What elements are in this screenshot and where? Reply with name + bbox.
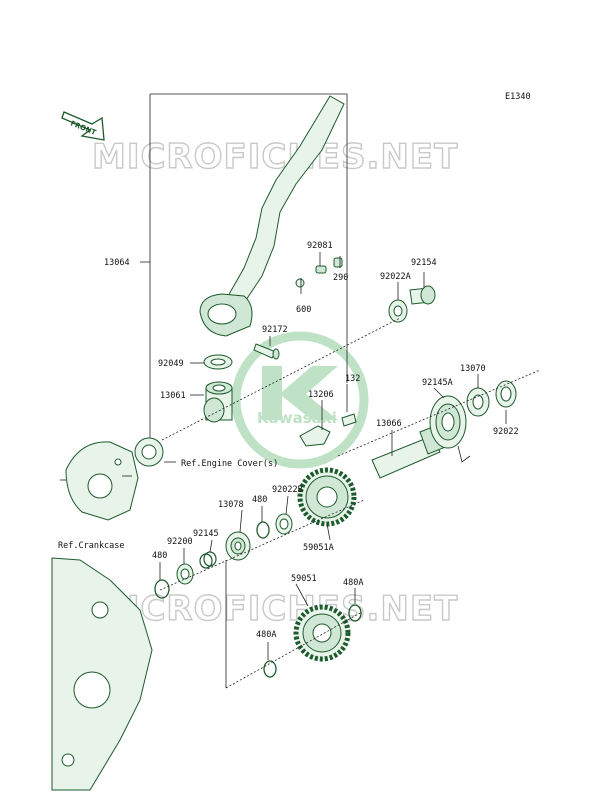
label-290: 290 (333, 273, 348, 283)
label-59051: 59051 (291, 574, 317, 584)
watermark-top: MICROFICHES.NET (92, 137, 458, 177)
label-13064: 13064 (104, 258, 130, 268)
leader-lines (60, 252, 541, 689)
kawasaki-logo-text: Kawasaki (257, 409, 337, 427)
ratchet-13078 (225, 531, 251, 561)
label-ref-engine-cover: Ref.Engine Cover(s) (181, 459, 278, 469)
spring-92145 (199, 551, 217, 569)
label-92049: 92049 (158, 359, 184, 369)
kick-gear-59051A (297, 467, 357, 527)
guide-13206 (299, 425, 331, 447)
seal-92049 (203, 354, 233, 370)
engine-cover-fragment (65, 441, 139, 521)
label-13078: 13078 (218, 500, 244, 510)
bolt-290 (333, 257, 343, 268)
label-480A-left: 480A (256, 630, 276, 640)
circlip-480A-left (263, 660, 277, 678)
label-13066: 13066 (376, 419, 402, 429)
label-92022: 92022 (493, 427, 519, 437)
label-92154: 92154 (411, 258, 437, 268)
crankcase-fragment (51, 557, 153, 791)
guide-13070 (466, 387, 490, 417)
label-92200: 92200 (167, 537, 193, 547)
label-480-left: 480 (152, 551, 167, 561)
label-13206: 13206 (308, 390, 334, 400)
front-arrow-icon: FRONT (61, 111, 105, 141)
group-bracket (150, 93, 348, 383)
label-480A-right: 480A (343, 578, 363, 588)
label-92022B: 92022B (272, 485, 303, 495)
bolt-132 (341, 413, 357, 427)
circlip-480-mid (256, 521, 270, 539)
label-480-mid: 480 (252, 495, 267, 505)
label-92145A: 92145A (422, 378, 453, 388)
circlip-480-left (154, 579, 170, 599)
watermark-bottom: MICROFICHES.NET (92, 589, 458, 629)
bolt-92154 (409, 285, 436, 305)
circlip-480A-right (348, 604, 362, 622)
bolt-92172 (253, 343, 280, 360)
label-13070: 13070 (460, 364, 486, 374)
diagram-code: E1340 (505, 92, 531, 102)
ball-600 (295, 278, 305, 288)
washer-92200 (176, 563, 194, 585)
label-92172: 92172 (262, 325, 288, 335)
label-ref-crankcase: Ref.Crankcase (58, 541, 125, 551)
label-132: 132 (345, 374, 360, 384)
label-59051A: 59051A (303, 543, 334, 553)
part-labels: 13064 92081 290 600 92172 92049 13061 92… (58, 241, 519, 640)
washer-92022 (495, 380, 517, 408)
washer-92022B (275, 513, 293, 535)
idle-gear-59051 (293, 604, 351, 662)
spring-92081 (315, 265, 327, 274)
label-92145: 92145 (193, 529, 219, 539)
label-13061: 13061 (160, 391, 186, 401)
label-92081: 92081 (307, 241, 333, 251)
oil-seal (134, 437, 164, 467)
label-92022A: 92022A (380, 272, 411, 282)
kick-pedal-lever (199, 95, 345, 337)
kawasaki-logo: Kawasaki (231, 331, 369, 469)
spring-92145A (429, 395, 471, 463)
label-600: 600 (296, 305, 311, 315)
